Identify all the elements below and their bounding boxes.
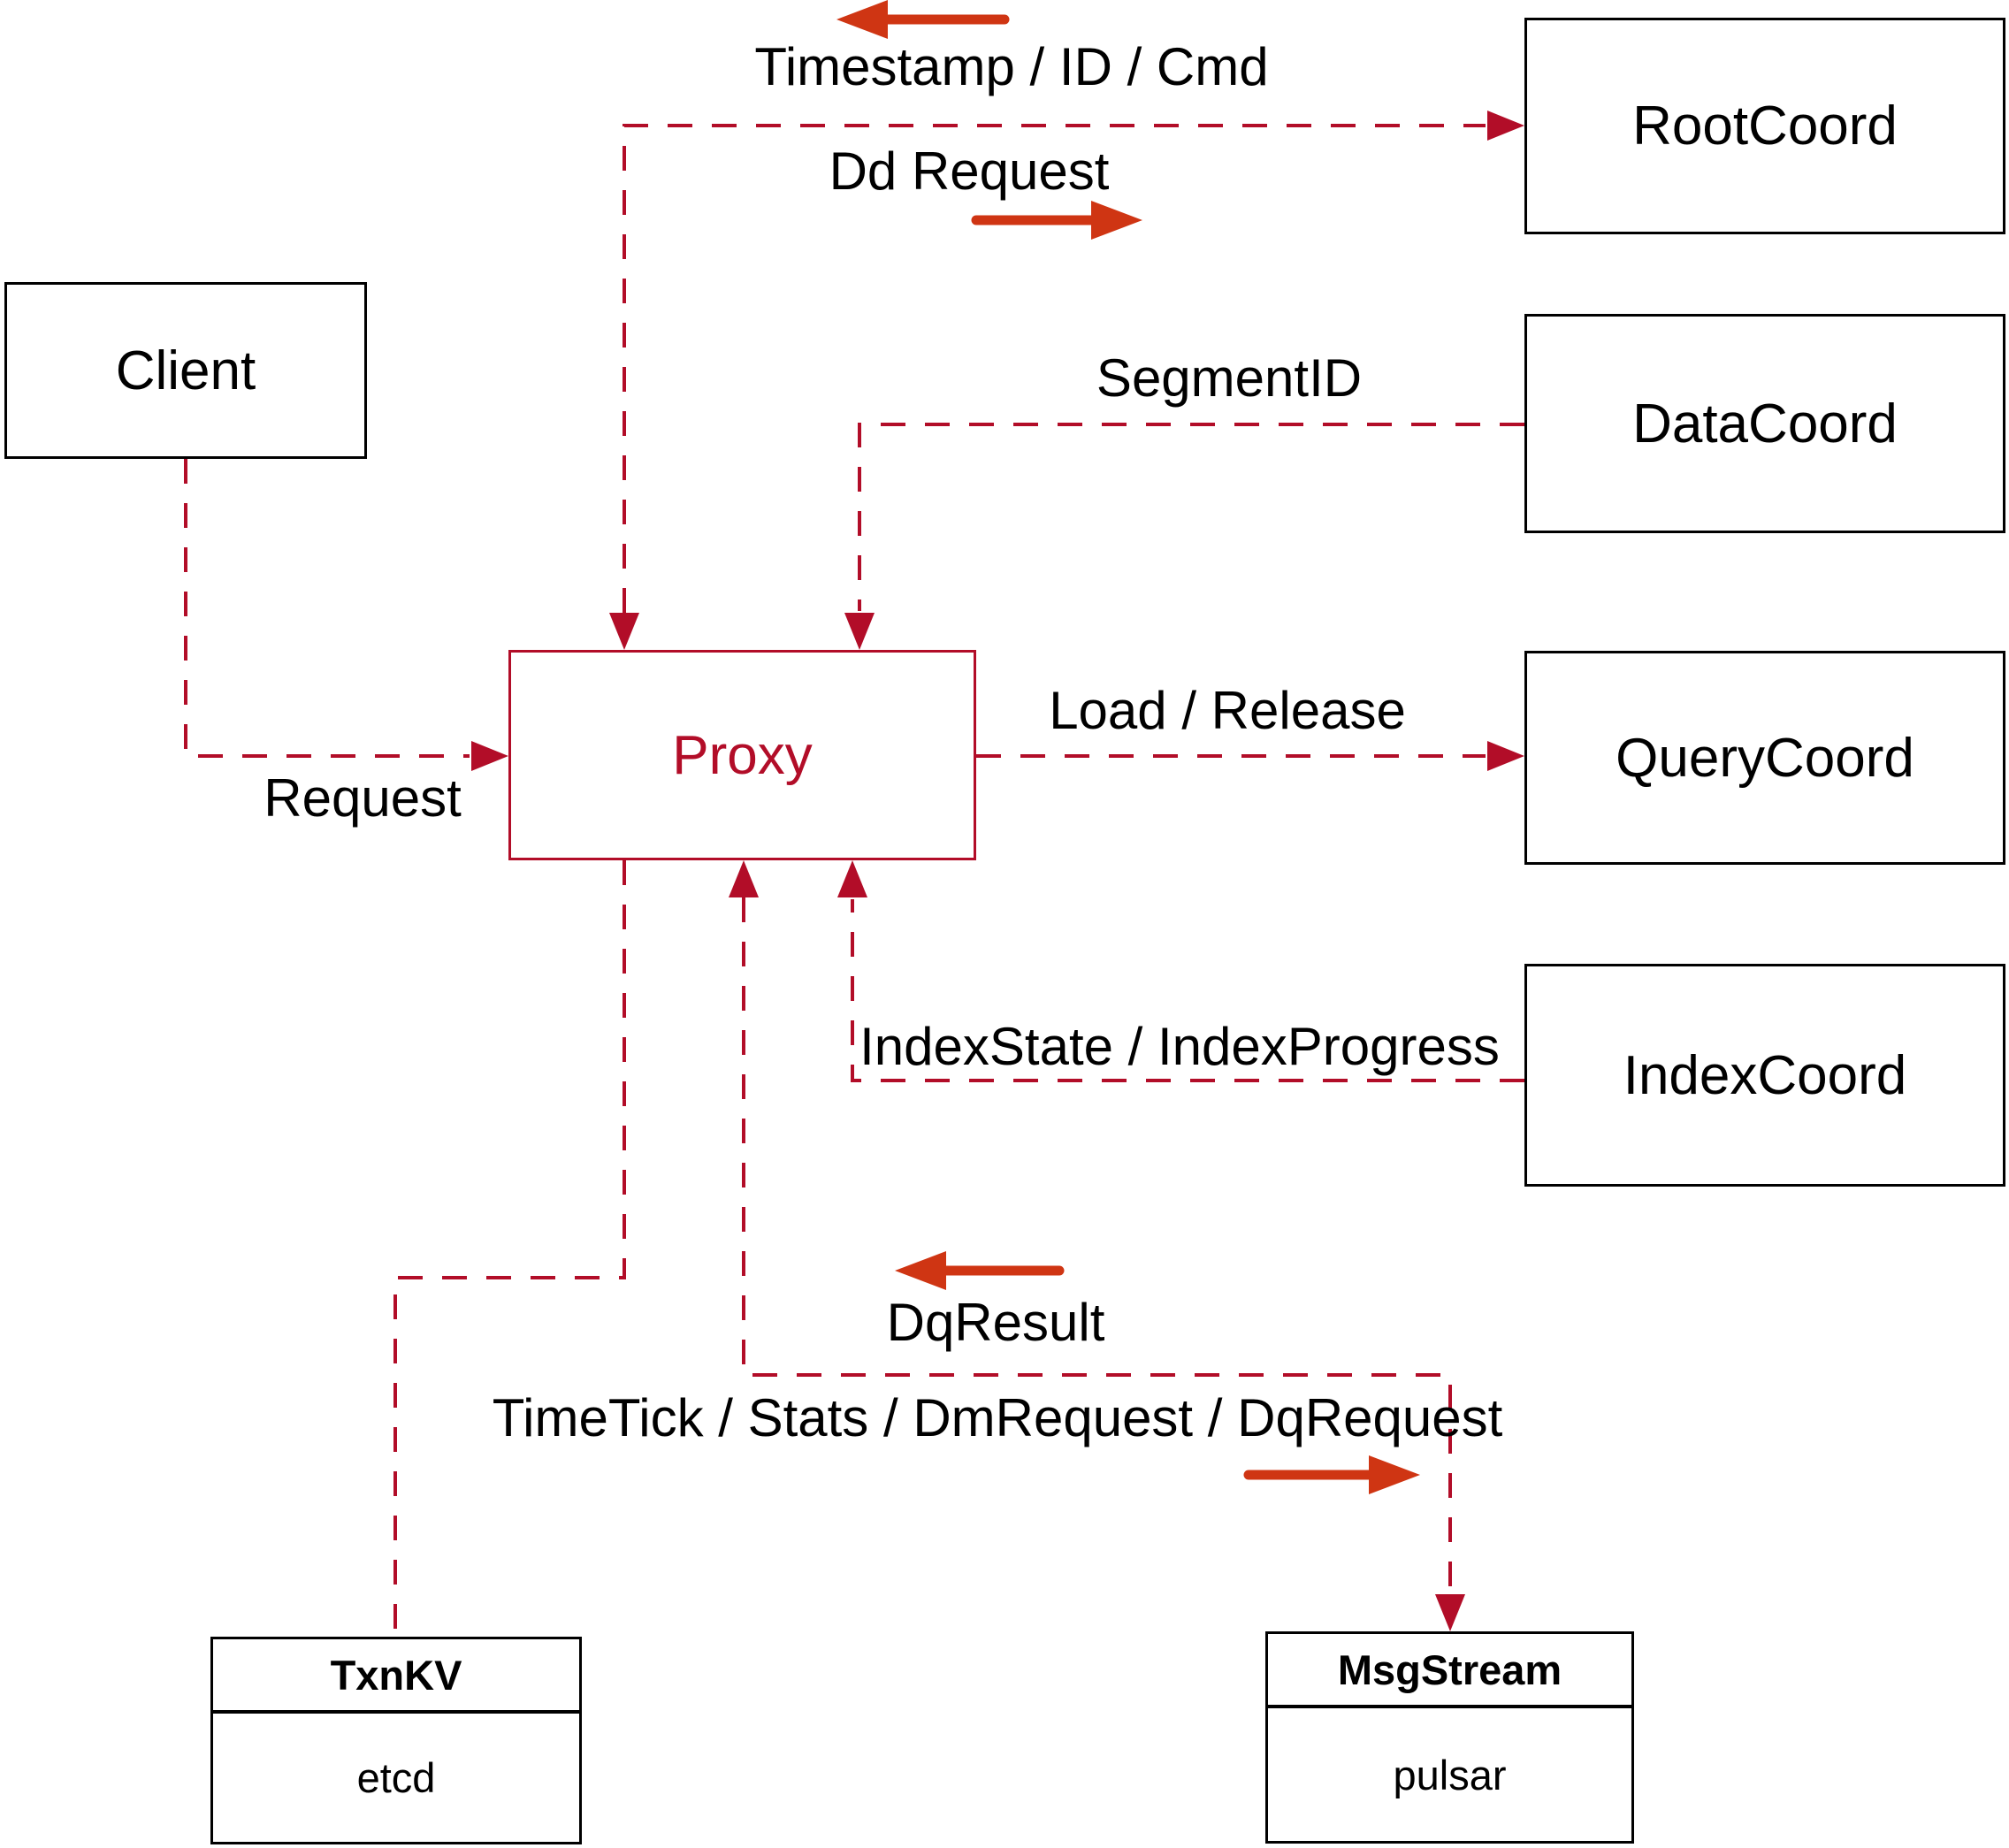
edge-label-timetick-stats-dmrequest-dqrequest: TimeTick / Stats / DmRequest / DqRequest [492, 1388, 1503, 1447]
node-txnkv: TxnKV etcd [210, 1637, 582, 1844]
node-rootcoord-label: RootCoord [1632, 95, 1898, 157]
edge-label-timestamp-id-cmd: Timestamp / ID / Cmd [754, 37, 1269, 96]
node-msgstream-value: pulsar [1393, 1751, 1507, 1798]
edge-label-load-release: Load / Release [1049, 681, 1406, 740]
direction-arrow-left-head-timestamp [836, 0, 888, 39]
node-msgstream-header: MsgStream [1268, 1634, 1631, 1708]
node-proxy-label: Proxy [672, 724, 813, 786]
node-datacoord: DataCoord [1524, 314, 2005, 533]
edge-proxy-msgstream-line [742, 897, 1452, 1592]
arrowhead-into-proxy-top-left [609, 613, 639, 650]
node-datacoord-label: DataCoord [1632, 393, 1898, 454]
node-client: Client [4, 282, 367, 459]
arrowhead-into-querycoord [1487, 741, 1524, 771]
arrowhead-into-proxy-top-right [844, 613, 875, 650]
node-proxy: Proxy [508, 650, 976, 860]
edge-proxy-txnkv-line [393, 860, 626, 1637]
direction-arrow-right-head-ddrequest [1091, 201, 1142, 240]
edge-indexcoord-proxy-line [851, 899, 1524, 1082]
edge-client-proxy-line [184, 459, 470, 758]
node-msgstream: MsgStream pulsar [1265, 1631, 1634, 1844]
direction-arrow-right-head-timetick [1369, 1455, 1420, 1494]
edge-datacoord-proxy-line [858, 423, 1524, 611]
edge-label-segmentid: SegmentID [1096, 348, 1363, 408]
arrowhead-into-proxy-bottom-right [837, 860, 867, 897]
edge-label-indexstate-indexprogress: IndexState / IndexProgress [859, 1017, 1500, 1076]
arrowhead-into-proxy-bottom-left [729, 860, 759, 897]
arrowhead-into-rootcoord [1487, 111, 1524, 141]
node-client-label: Client [115, 340, 256, 401]
node-indexcoord-label: IndexCoord [1623, 1044, 1907, 1106]
arrowhead-into-msgstream [1435, 1594, 1465, 1631]
node-rootcoord: RootCoord [1524, 18, 2005, 234]
direction-arrow-left-head-dqresult [895, 1251, 946, 1290]
edge-label-dd-request: Dd Request [829, 141, 1110, 201]
node-querycoord: QueryCoord [1524, 651, 2005, 865]
arrowhead-into-proxy-left [471, 741, 508, 771]
edge-proxy-rootcoord-line [623, 124, 1486, 613]
edge-label-dqresult: DqResult [886, 1293, 1105, 1352]
node-indexcoord: IndexCoord [1524, 964, 2005, 1187]
node-txnkv-header: TxnKV [213, 1639, 579, 1714]
node-querycoord-label: QueryCoord [1616, 727, 1914, 789]
node-txnkv-value: etcd [356, 1754, 436, 1801]
edge-label-request: Request [264, 768, 462, 828]
